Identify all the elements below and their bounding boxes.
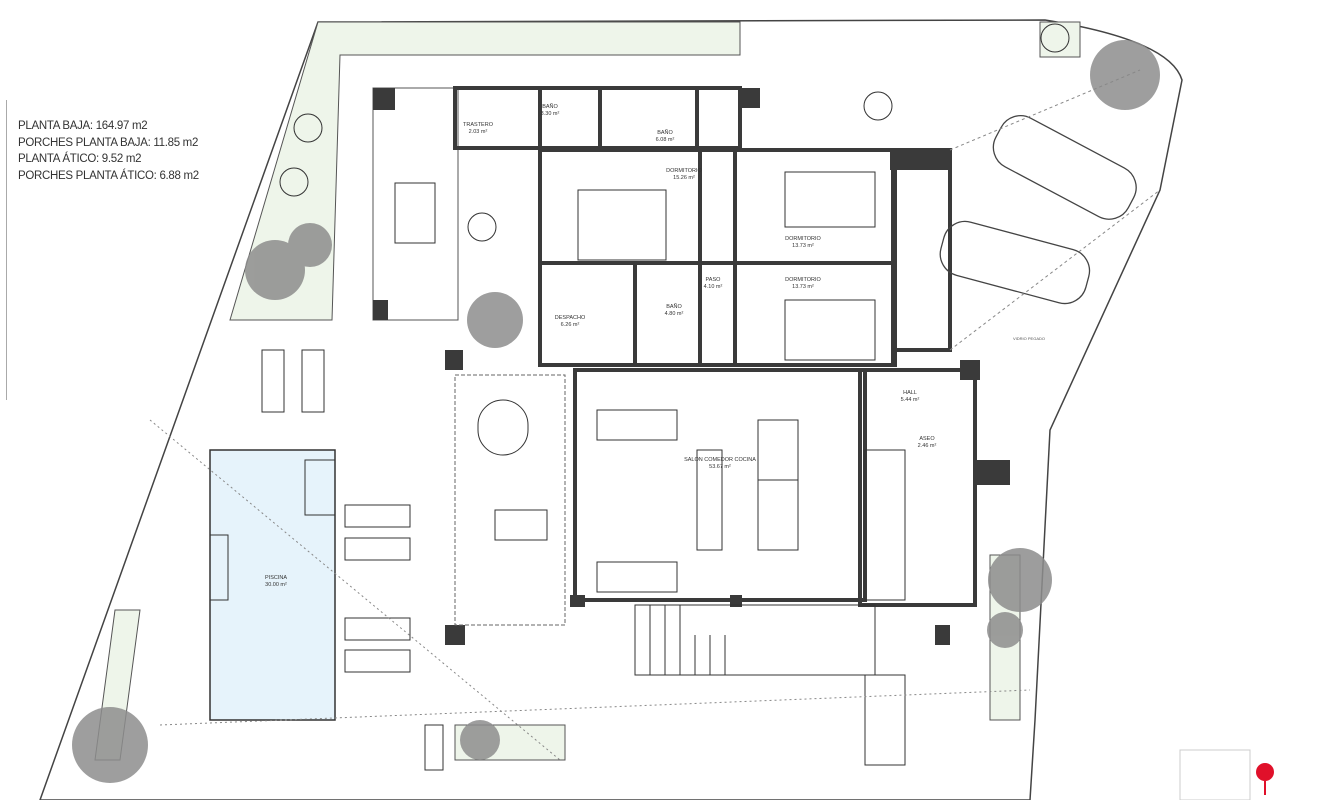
room-name: DORMITORIO bbox=[785, 277, 821, 283]
room-area: 6.08 m² bbox=[655, 137, 675, 143]
structural-columns bbox=[445, 88, 1010, 645]
room-area: 2.03 m² bbox=[468, 129, 488, 135]
dining-table bbox=[757, 419, 799, 481]
bed-2 bbox=[784, 171, 876, 228]
bed-1 bbox=[577, 189, 667, 261]
room-name: HALL bbox=[903, 390, 917, 396]
room-name: DORMITORIO bbox=[666, 168, 702, 174]
room-area: 6.26 m² bbox=[560, 322, 580, 328]
room-name: BAÑO bbox=[542, 104, 558, 110]
house-walls bbox=[453, 86, 977, 607]
room-name: PASO bbox=[705, 277, 721, 283]
room-area: 5.44 m² bbox=[900, 397, 920, 403]
title-block bbox=[1179, 749, 1251, 800]
area-porches-planta-baja: PORCHES PLANTA BAJA: 11.85 m2 bbox=[18, 136, 199, 149]
room-name: TRASTERO bbox=[463, 122, 493, 128]
room-area: 53.67 m² bbox=[709, 464, 731, 470]
interior-stairs bbox=[864, 449, 906, 601]
sofa-terrace bbox=[494, 509, 548, 541]
annotation-vidrio: VIDRIO PEGADO bbox=[1013, 336, 1046, 341]
room-area: 13.73 m² bbox=[792, 284, 814, 290]
area-summary: PLANTA BAJA: 164.97 m2 PORCHES PLANTA BA… bbox=[18, 118, 199, 184]
hedge-top bbox=[229, 21, 741, 321]
sofa-1 bbox=[596, 409, 678, 441]
room-name: PISCINA bbox=[264, 575, 288, 581]
room-name: SALON COMEDOR COCINA bbox=[684, 457, 756, 463]
dining-table-porch bbox=[394, 182, 436, 244]
room-name: BAÑO bbox=[666, 304, 682, 310]
pool-bench bbox=[209, 534, 229, 601]
room-name: DESPACHO bbox=[554, 315, 586, 321]
location-marker-icon bbox=[1256, 763, 1274, 781]
room-area: 4.10 m² bbox=[703, 284, 723, 290]
shrubs bbox=[279, 23, 1070, 242]
room-name: ASEO bbox=[919, 436, 935, 442]
sofa-3 bbox=[696, 449, 723, 551]
area-planta-baja: PLANTA BAJA: 164.97 m2 bbox=[18, 120, 148, 132]
dining-table-terrace bbox=[477, 399, 529, 456]
sofa-2 bbox=[596, 561, 678, 593]
palm-trees bbox=[72, 40, 1160, 783]
pergola-porch bbox=[372, 87, 459, 321]
room-name: DORMITORIO bbox=[785, 236, 821, 242]
sun-loungers bbox=[261, 349, 411, 673]
entrance-gate bbox=[424, 724, 444, 771]
kitchen-island bbox=[757, 479, 799, 551]
front-stairs bbox=[634, 604, 906, 766]
room-area: 13.73 m² bbox=[792, 243, 814, 249]
frame-edge bbox=[6, 100, 7, 400]
room-area: 15.26 m² bbox=[673, 175, 695, 181]
path-dashed bbox=[149, 419, 1031, 761]
area-porches-planta-atico: PORCHES PLANTA ÁTICO: 6.88 m2 bbox=[18, 169, 199, 182]
room-area: 3.30 m² bbox=[540, 111, 560, 117]
cars bbox=[939, 115, 1137, 305]
terrace bbox=[454, 374, 566, 626]
planter-top-right bbox=[1039, 21, 1081, 58]
bed-3 bbox=[784, 299, 876, 361]
area-planta-atico: PLANTA ÁTICO: 9.52 m2 bbox=[18, 153, 142, 165]
room-area: 4.80 m² bbox=[664, 311, 684, 317]
room-area: 30.00 m² bbox=[265, 582, 287, 588]
room-name: BAÑO bbox=[657, 130, 673, 136]
parking-lines bbox=[949, 69, 1161, 351]
room-area: 2.46 m² bbox=[917, 443, 937, 449]
pool-steps bbox=[304, 459, 336, 516]
pool bbox=[209, 449, 336, 721]
